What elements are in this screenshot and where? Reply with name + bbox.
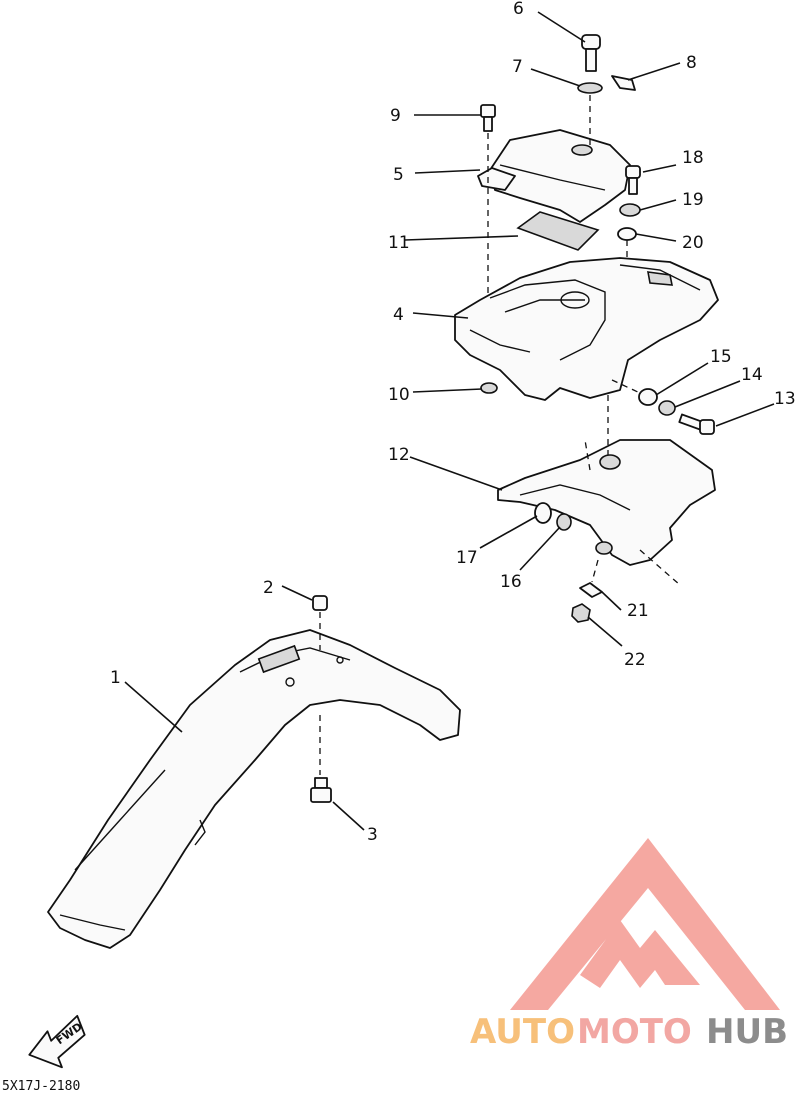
callout-19: 19	[682, 190, 704, 210]
collar-14	[658, 400, 676, 416]
screw-6	[581, 34, 601, 72]
callout-13: 13	[774, 389, 796, 409]
pad-11	[516, 211, 600, 251]
callout-20: 20	[682, 233, 704, 253]
washer-7	[577, 82, 603, 145]
callout-8: 8	[686, 53, 697, 73]
callout-6: 6	[513, 0, 524, 19]
callout-11: 11	[388, 233, 410, 253]
callout-2: 2	[263, 578, 274, 598]
logo-text-hub: HUB	[706, 1012, 788, 1052]
callout-16: 16	[500, 572, 522, 592]
callout-3: 3	[367, 825, 378, 845]
diagram-reference-code: 5X17J-2180	[2, 1079, 80, 1094]
logo-triangle-mark	[510, 838, 780, 1010]
callout-15: 15	[710, 347, 732, 367]
nut-19	[619, 203, 641, 217]
callout-10: 10	[388, 385, 410, 405]
callout-labels: 1 2 3 4 5 6 7 8 9 10 11 12 13 14 15 16 1…	[110, 0, 796, 845]
spacer-17	[534, 502, 552, 524]
top-cover-part	[477, 129, 631, 223]
callout-21: 21	[627, 601, 649, 621]
nut-16	[556, 513, 572, 531]
callout-4: 4	[393, 305, 404, 325]
logo-text-auto: AUTO	[470, 1012, 575, 1052]
callout-17: 17	[456, 548, 478, 568]
automotohub-logo: AUTO MOTO HUB	[470, 838, 788, 1052]
callout-9: 9	[390, 106, 401, 126]
grommet-10	[480, 382, 498, 394]
rear-housing-part	[454, 257, 719, 401]
fwd-arrow: FWD	[28, 1014, 86, 1069]
callout-14: 14	[741, 365, 763, 385]
callout-12: 12	[388, 445, 410, 465]
leader-lines	[124, 11, 775, 831]
nut-15	[611, 379, 658, 406]
washer-21	[579, 559, 603, 598]
bolt-9	[480, 104, 496, 330]
logo-text-moto: MOTO	[577, 1012, 692, 1052]
callout-7: 7	[512, 57, 523, 77]
callout-1: 1	[110, 668, 121, 688]
fender-bolt-top	[312, 595, 328, 775]
bolt-18	[625, 165, 641, 195]
front-fender-part	[47, 629, 461, 949]
fender-bolt-bottom	[310, 777, 332, 803]
nut-22	[571, 603, 591, 623]
callout-22: 22	[624, 650, 646, 670]
callout-5: 5	[393, 165, 404, 185]
callout-18: 18	[682, 148, 704, 168]
bolt-13	[678, 413, 715, 435]
